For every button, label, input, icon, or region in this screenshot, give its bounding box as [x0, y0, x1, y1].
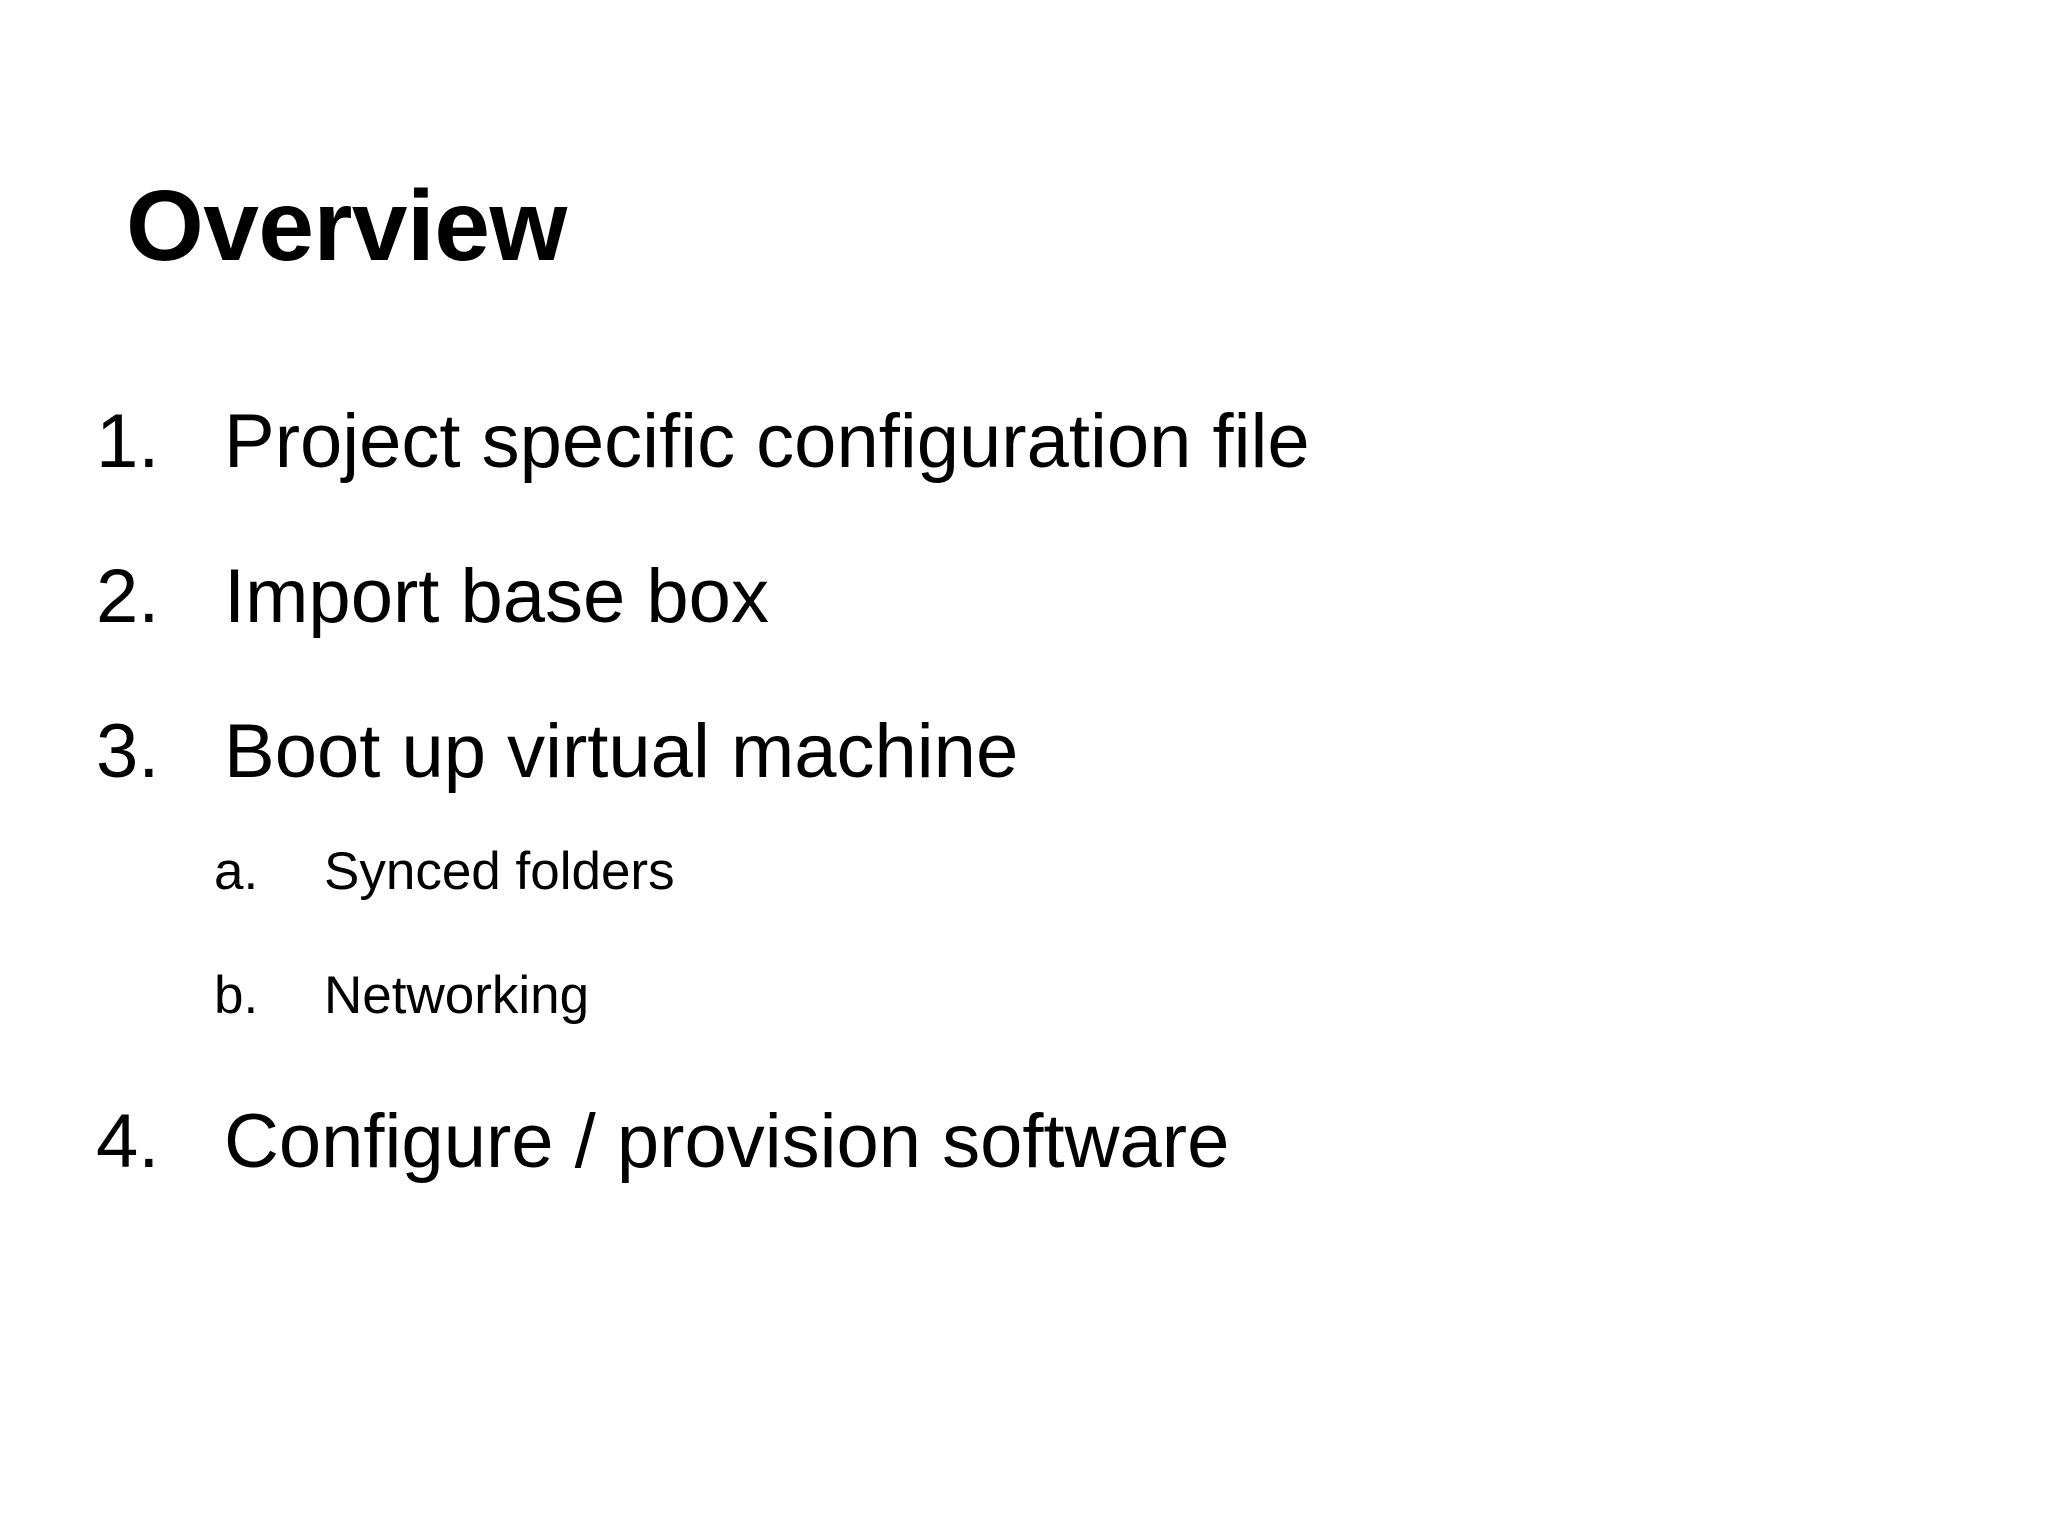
list-item: 3. Boot up virtual machine [96, 714, 1018, 790]
sub-list-item: a. Synced folders [214, 845, 675, 898]
list-item: 4. Configure / provision software [96, 1104, 1229, 1180]
list-item-label: Import base box [224, 554, 769, 639]
list-item-label: Boot up virtual machine [224, 709, 1019, 794]
sub-list-item: b. Networking [214, 969, 589, 1022]
list-marker-3: 3. [96, 709, 160, 794]
list-item: 2. Import base box [96, 559, 769, 635]
list-item: 1. Project specific configuration file [96, 404, 1310, 480]
page-title: Overview [126, 170, 567, 282]
list-marker-4: 4. [96, 1099, 160, 1184]
sub-list-item-label: Synced folders [324, 842, 675, 901]
sub-list-marker-b: b. [214, 966, 259, 1025]
sub-list-marker-a: a. [214, 842, 259, 901]
list-marker-2: 2. [96, 554, 160, 639]
list-item-label: Configure / provision software [224, 1099, 1230, 1184]
sub-list-item-label: Networking [324, 966, 590, 1025]
list-marker-1: 1. [96, 399, 160, 484]
list-item-label: Project specific configuration file [224, 399, 1310, 484]
